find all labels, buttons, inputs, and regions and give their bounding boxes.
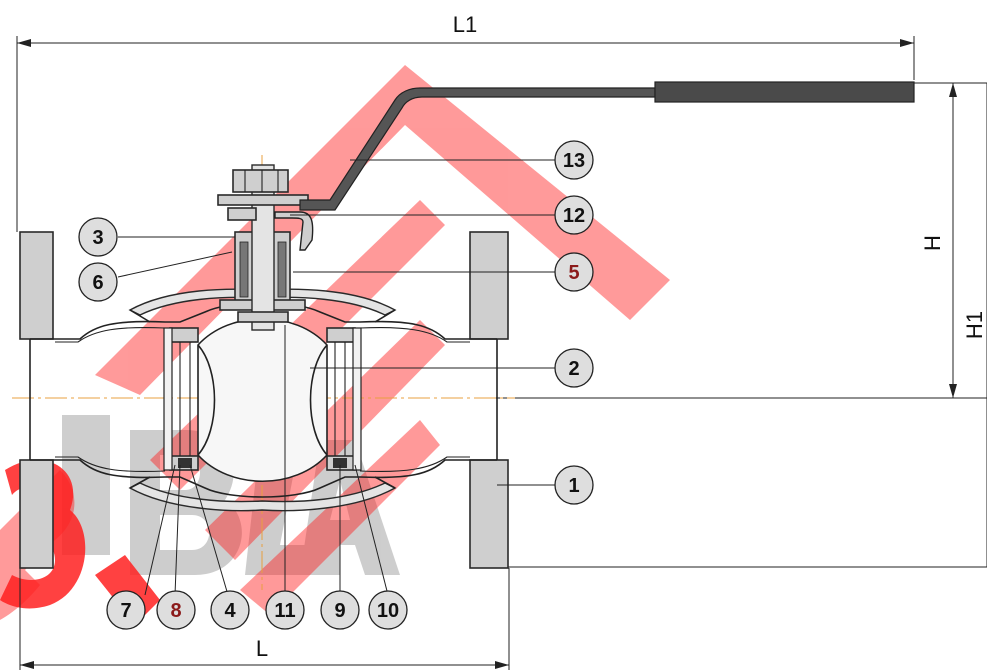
callout-9: 9 (320, 590, 360, 630)
dimension-l1-label: L1 (453, 12, 477, 37)
callout-8: 8 (156, 590, 196, 630)
callout-3: 3 (78, 217, 118, 257)
callout-13: 13 (554, 140, 594, 180)
callout-4: 4 (210, 590, 250, 630)
callout-5: 5 (554, 252, 594, 292)
svg-text:3: 3 (92, 227, 103, 249)
callout-1: 1 (554, 465, 594, 505)
svg-text:8: 8 (170, 600, 181, 622)
svg-text:1: 1 (568, 475, 579, 497)
dimension-h1: H1 (962, 83, 987, 567)
svg-text:11: 11 (274, 600, 295, 622)
callouts: 13 12 3 5 6 2 1 7 (78, 140, 594, 630)
handle (299, 81, 915, 211)
callout-11: 11 (265, 590, 305, 630)
dimension-h1-label: H1 (962, 311, 987, 339)
dimension-h: H (480, 82, 987, 568)
svg-text:9: 9 (334, 600, 345, 622)
svg-text:12: 12 (563, 205, 585, 227)
stem-assembly (217, 164, 309, 331)
dimension-l1: L1 (16, 12, 915, 232)
dimension-l: L (19, 568, 510, 670)
callout-2: 2 (554, 348, 594, 388)
svg-text:2: 2 (568, 358, 579, 380)
ball (197, 318, 328, 482)
callout-6: 6 (78, 262, 118, 302)
callout-12: 12 (554, 195, 594, 235)
left-flange (19, 231, 54, 569)
dimension-h-label: H (920, 235, 945, 251)
seat-left (163, 327, 199, 471)
svg-text:10: 10 (377, 600, 399, 622)
svg-text:5: 5 (568, 262, 579, 284)
leader-lines (117, 159, 555, 596)
svg-text:13: 13 (563, 150, 585, 172)
right-flange (469, 231, 509, 569)
svg-text:7: 7 (120, 600, 131, 622)
dimension-l-label: L (256, 636, 268, 661)
svg-text:6: 6 (92, 272, 103, 294)
callout-7: 7 (106, 590, 146, 630)
svg-text:4: 4 (224, 600, 236, 622)
seat-right (326, 327, 362, 471)
callout-10: 10 (368, 590, 408, 630)
